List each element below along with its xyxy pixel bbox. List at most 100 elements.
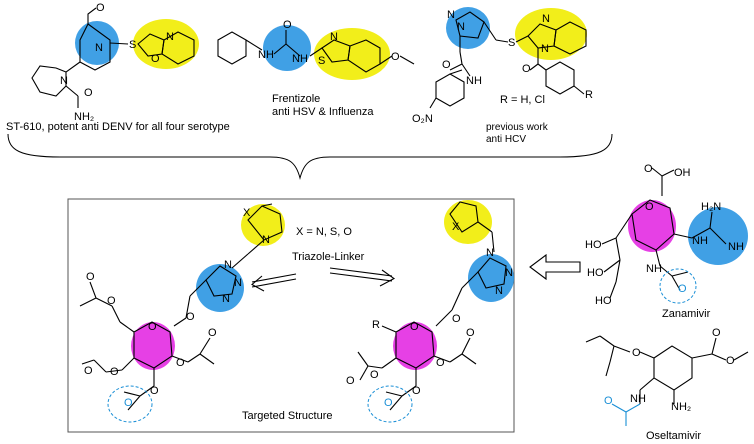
atom-o: O xyxy=(442,59,451,71)
atom-r: R xyxy=(585,89,593,101)
blue-highlight xyxy=(446,7,490,49)
atom-s: S xyxy=(318,55,325,67)
atom-n: N xyxy=(60,75,68,87)
magenta-highlight xyxy=(131,322,175,370)
atom-o: O xyxy=(645,201,654,213)
blue-highlight xyxy=(263,25,311,71)
atom-hn: NH xyxy=(630,393,646,405)
atom-o: O xyxy=(466,327,475,339)
atom-o: O xyxy=(410,321,419,333)
atom-o: O xyxy=(370,369,379,381)
atom-o: O xyxy=(522,63,531,75)
atom-o: O xyxy=(632,347,641,359)
zanamivir-label: Zanamivir xyxy=(662,308,711,320)
atom-o: O xyxy=(346,375,355,387)
atom-o: O xyxy=(151,53,160,65)
hollow-arrow xyxy=(529,253,581,281)
atom-o: O xyxy=(96,2,105,14)
atom-oh: OH xyxy=(674,167,691,179)
blue-highlight xyxy=(75,21,119,65)
atom-nh: NH xyxy=(728,241,744,253)
atom-ho: HO xyxy=(585,239,602,251)
oseltamivir-acetamido xyxy=(611,403,641,426)
atom-hn: NH xyxy=(646,263,662,275)
arrow-to-right xyxy=(329,267,396,287)
oseltamivir-label: Oseltamivir xyxy=(646,430,702,442)
grouping-brace xyxy=(7,133,613,180)
atom-x: X xyxy=(452,221,460,233)
acetamido-highlight xyxy=(367,385,413,423)
atom-n: N xyxy=(95,42,103,54)
zanamivir-structure: OH O O HO HO HO NH H₂N NH NH O xyxy=(585,163,748,307)
atom-o2n: O₂N xyxy=(412,113,433,125)
atom-n: N xyxy=(542,13,550,25)
atom-s: S xyxy=(508,37,515,49)
atom-ho: HO xyxy=(595,295,612,307)
frentizole-name: Frentizole xyxy=(272,93,321,105)
atom-o: O xyxy=(124,397,133,409)
atom-nh: NH xyxy=(466,75,482,87)
yellow-highlight xyxy=(444,200,492,244)
atom-o: O xyxy=(412,385,421,397)
atom-n: N xyxy=(495,285,503,297)
atom-n: N xyxy=(234,277,242,289)
atom-n: N xyxy=(262,234,270,246)
atom-o: O xyxy=(452,313,461,325)
previous-work-label: previous work xyxy=(486,122,548,133)
atom-n: N xyxy=(541,43,549,55)
atom-n: N xyxy=(166,31,174,43)
oseltamivir-structure: O O O NH NH₂ O xyxy=(585,327,749,426)
arrow-to-left xyxy=(251,273,297,292)
atom-h2n: H₂N xyxy=(701,201,721,213)
magenta-highlight xyxy=(628,200,676,252)
atom-o: O xyxy=(283,19,292,31)
atom-o: O xyxy=(84,365,93,377)
atom-nh: NH xyxy=(692,235,708,247)
atom-o: O xyxy=(712,327,721,339)
atom-o: O xyxy=(436,357,445,369)
compound-st610: O N S N O N O NH₂ xyxy=(31,2,199,123)
atom-o: O xyxy=(186,311,195,323)
previous-work-activity: anti HCV xyxy=(486,134,527,145)
target-molecule-left: X N N N N O O O O O O O O O O xyxy=(79,203,285,423)
atom-o: O xyxy=(148,321,157,333)
atom-o: O xyxy=(86,271,95,283)
atom-x: X xyxy=(243,207,251,219)
atom-o: O xyxy=(107,295,116,307)
atom-o: O xyxy=(644,163,653,175)
atom-nh2: NH₂ xyxy=(74,111,94,123)
atom-o: O xyxy=(208,327,217,339)
frentizole-activity: anti HSV & Influenza xyxy=(272,106,374,118)
atom-o: O xyxy=(726,355,735,367)
atom-ho: HO xyxy=(587,267,604,279)
atom-n: N xyxy=(330,31,338,43)
atom-n: N xyxy=(222,293,230,305)
atom-o: O xyxy=(150,385,159,397)
yellow-highlight xyxy=(515,8,587,60)
atom-o: O xyxy=(384,397,393,409)
blue-highlight xyxy=(196,264,244,312)
compound-previous-work: N N S N N O R O NH O₂N xyxy=(412,7,593,125)
atom-s: S xyxy=(129,39,136,51)
compound-frentizole: O NH NH N S O xyxy=(217,19,415,80)
atom-o: O xyxy=(604,395,613,407)
atom-n: N xyxy=(505,267,513,279)
atom-nh2: NH₂ xyxy=(671,401,691,413)
atom-n: N xyxy=(447,9,455,21)
acetamido-highlight xyxy=(659,268,697,304)
st610-caption: ST-610, potent anti DENV for all four se… xyxy=(6,121,230,133)
atom-o: O xyxy=(84,87,93,99)
atom-o: O xyxy=(678,283,687,295)
r-substituent-note: R = H, Cl xyxy=(500,94,545,106)
target-molecule-right: X N N N O O R O O O O O O xyxy=(346,200,514,423)
atom-n: N xyxy=(486,247,494,259)
atom-o: O xyxy=(110,366,119,378)
magenta-highlight xyxy=(393,322,437,370)
targeted-structure-label: Targeted Structure xyxy=(242,410,333,422)
yellow-highlight xyxy=(133,19,199,69)
yellow-highlight xyxy=(314,28,390,80)
atom-o: O xyxy=(391,51,400,63)
atom-r: R xyxy=(372,319,380,331)
atom-n: N xyxy=(224,259,232,271)
